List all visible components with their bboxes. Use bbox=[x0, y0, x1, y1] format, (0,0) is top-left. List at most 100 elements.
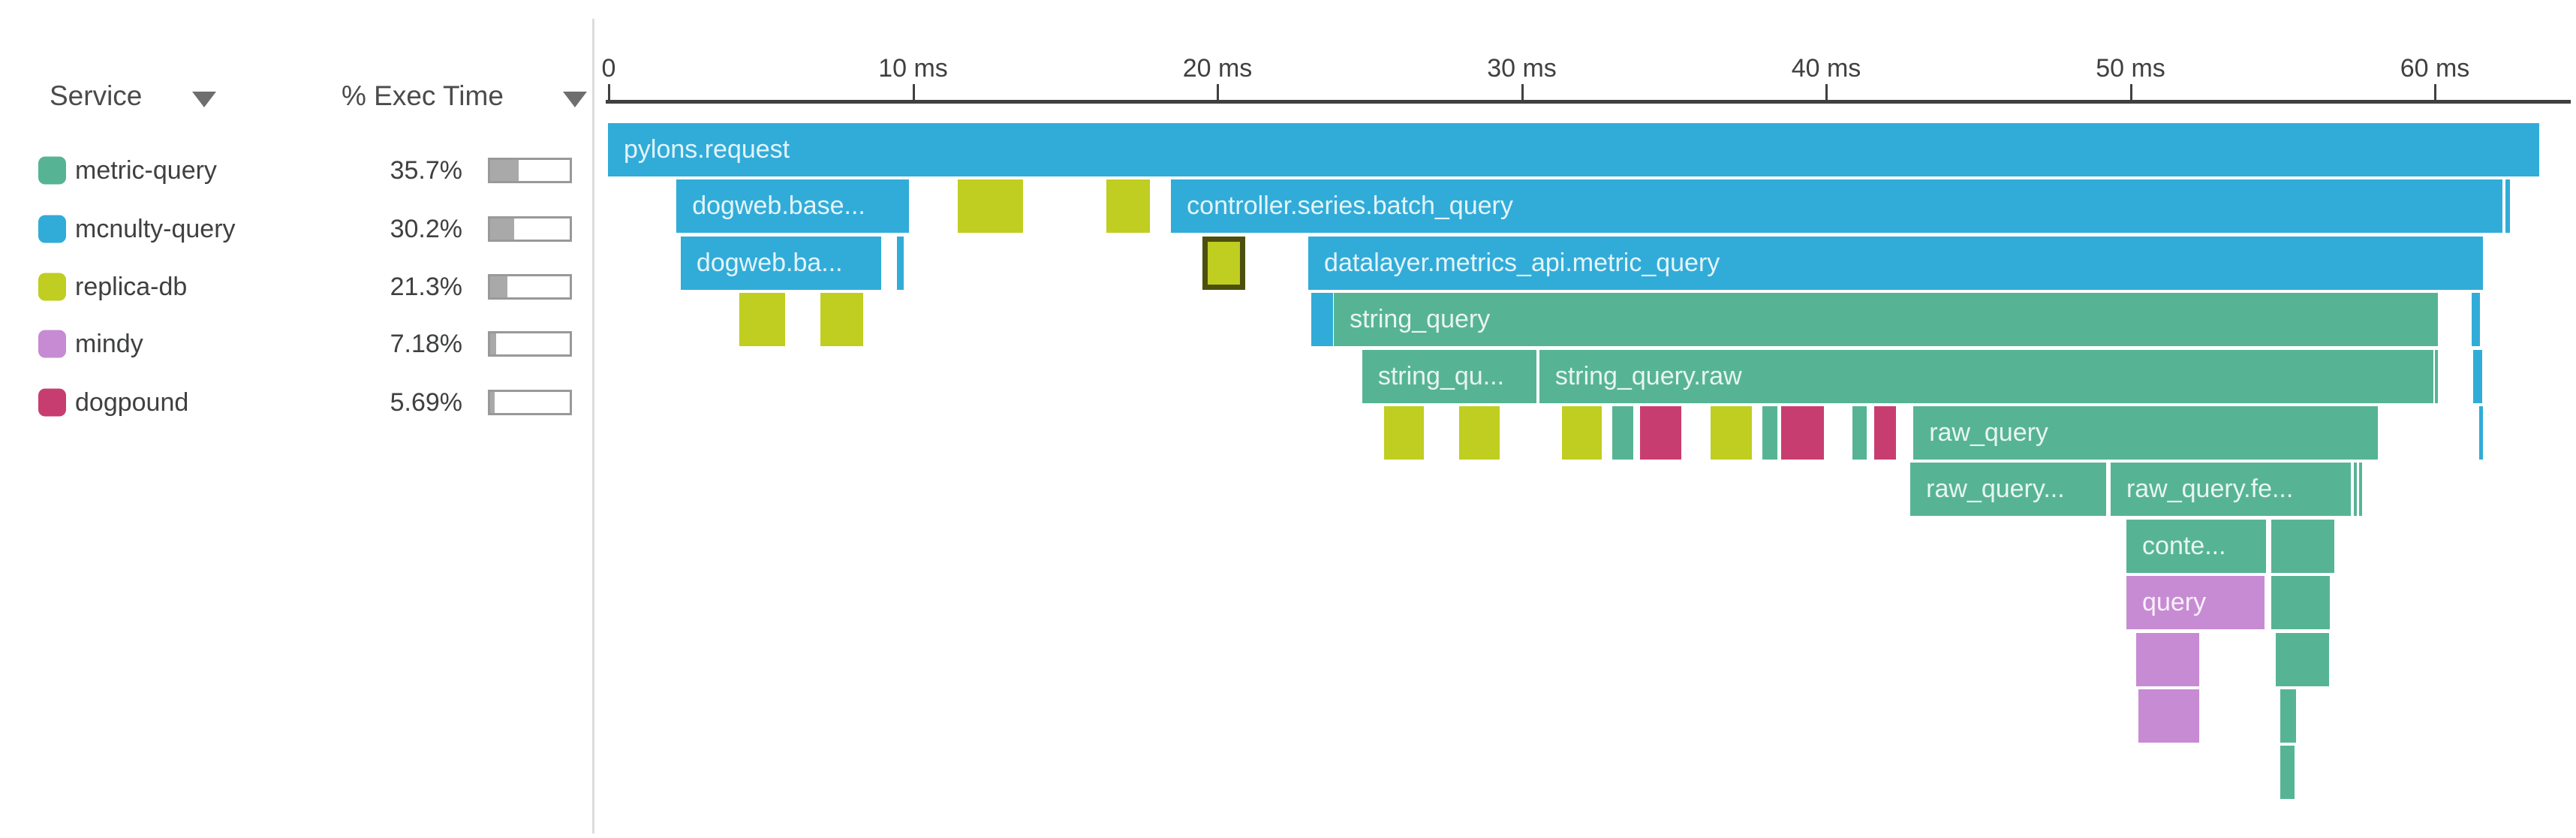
span-metric-query[interactable] bbox=[1612, 406, 1634, 460]
exec-time-bar bbox=[488, 274, 572, 300]
exec-time-percent: 30.2% bbox=[390, 215, 462, 243]
exec-time-percent: 7.18% bbox=[390, 330, 462, 358]
span-replica-db[interactable] bbox=[1561, 406, 1602, 460]
time-axis-tick bbox=[1217, 84, 1219, 100]
span-metric-query[interactable] bbox=[2280, 689, 2296, 743]
time-axis-tick bbox=[1521, 84, 1524, 100]
service-row-replica-db[interactable]: replica-db 21.3% bbox=[0, 266, 593, 308]
span-raw_query[interactable]: raw_query... bbox=[1910, 463, 2106, 517]
services-panel: Service % Exec Time metric-query 35.7% mcn… bbox=[0, 0, 593, 838]
service-sort-caret-icon[interactable] bbox=[192, 92, 216, 107]
span-replica-db[interactable] bbox=[1106, 179, 1150, 234]
exec-time-bar-fill bbox=[490, 160, 519, 181]
time-axis-tick-label: 50 ms bbox=[2096, 54, 2165, 83]
span-replica-db[interactable] bbox=[1711, 406, 1752, 460]
span-label: pylons.request bbox=[624, 135, 790, 164]
exec-time-percent: 35.7% bbox=[390, 156, 462, 185]
exec-time-percent: 5.69% bbox=[390, 388, 462, 417]
time-axis-tick bbox=[2434, 84, 2436, 100]
span-mcnulty-query[interactable] bbox=[2472, 349, 2483, 403]
span-mindy[interactable] bbox=[2136, 632, 2199, 686]
span-metric-query[interactable] bbox=[2358, 463, 2362, 517]
span-pylons.request[interactable]: pylons.request bbox=[608, 123, 2539, 176]
span-label: raw_query.fe... bbox=[2126, 475, 2294, 504]
time-axis-tick bbox=[608, 84, 610, 100]
span-datalayer.metrics_api.metric_query[interactable]: datalayer.metrics_api.metric_query bbox=[1308, 236, 2483, 290]
exec-time-bar bbox=[488, 216, 572, 242]
span-label: conte... bbox=[2142, 531, 2226, 560]
exec-time-sort-caret-icon[interactable] bbox=[563, 92, 587, 107]
span-replica-db[interactable] bbox=[739, 293, 785, 347]
span-controller.series.batch_query[interactable]: controller.series.batch_query bbox=[1171, 179, 2502, 234]
span-dogpound[interactable] bbox=[1780, 406, 1824, 460]
span-label: string_qu... bbox=[1377, 361, 1505, 390]
span-string_query[interactable]: string_query bbox=[1334, 293, 2438, 347]
span-string_query.raw[interactable]: string_query.raw bbox=[1539, 349, 2434, 403]
span-metric-query[interactable] bbox=[2353, 463, 2357, 517]
span-dogpound[interactable] bbox=[1873, 406, 1897, 460]
span-label: raw_query... bbox=[1926, 475, 2065, 504]
span-metric-query[interactable] bbox=[1762, 406, 1777, 460]
panel-divider bbox=[592, 19, 594, 833]
span-metric-query[interactable] bbox=[2271, 576, 2330, 630]
span-metric-query[interactable] bbox=[2280, 746, 2295, 800]
exec-time-bar-fill bbox=[490, 392, 495, 413]
exec-time-bar-fill bbox=[490, 219, 514, 240]
span-query[interactable]: query bbox=[2126, 576, 2265, 630]
span-label: string_query bbox=[1350, 305, 1491, 334]
time-axis-line bbox=[606, 100, 2571, 104]
service-name: mindy bbox=[75, 330, 143, 358]
span-mcnulty-query[interactable] bbox=[2505, 179, 2510, 234]
service-column-header[interactable]: Service bbox=[50, 80, 143, 111]
span-label: dogweb.ba... bbox=[696, 248, 843, 277]
span-replica-db[interactable] bbox=[1459, 406, 1500, 460]
exec-time-column-header[interactable]: % Exec Time bbox=[342, 80, 504, 111]
span-replica-db[interactable] bbox=[820, 293, 863, 347]
span-mindy[interactable] bbox=[2138, 689, 2199, 743]
time-axis-tick bbox=[912, 84, 915, 100]
span-dogweb.base[interactable]: dogweb.base... bbox=[676, 179, 910, 234]
span-replica-db[interactable] bbox=[1202, 236, 1246, 290]
span-label: dogweb.base... bbox=[692, 191, 865, 221]
span-replica-db[interactable] bbox=[1384, 406, 1425, 460]
service-color-swatch bbox=[38, 215, 66, 243]
service-row-mindy[interactable]: mindy 7.18% bbox=[0, 323, 593, 365]
service-name: metric-query bbox=[75, 156, 217, 185]
service-color-swatch bbox=[38, 330, 66, 358]
time-axis-tick-label: 30 ms bbox=[1487, 54, 1557, 83]
exec-time-bar bbox=[488, 158, 572, 183]
service-color-swatch bbox=[38, 273, 66, 301]
service-row-mcnulty-query[interactable]: mcnulty-query 30.2% bbox=[0, 208, 593, 250]
exec-time-bar bbox=[488, 390, 572, 415]
exec-time-bar bbox=[488, 331, 572, 357]
span-label: datalayer.metrics_api.metric_query bbox=[1324, 248, 1720, 277]
span-raw_query[interactable]: raw_query bbox=[1913, 406, 2378, 460]
span-dogweb.ba[interactable]: dogweb.ba... bbox=[680, 236, 882, 290]
span-metric-query[interactable] bbox=[2276, 632, 2330, 686]
span-metric-query[interactable] bbox=[1852, 406, 1867, 460]
span-replica-db[interactable] bbox=[958, 179, 1024, 234]
service-name: mcnulty-query bbox=[75, 215, 236, 243]
exec-time-bar-fill bbox=[490, 276, 507, 297]
service-color-swatch bbox=[38, 388, 66, 417]
span-mcnulty-query[interactable] bbox=[2479, 406, 2483, 460]
span-metric-query[interactable] bbox=[2271, 519, 2334, 573]
span-dogpound[interactable] bbox=[1640, 406, 1681, 460]
span-mcnulty-query[interactable] bbox=[1311, 293, 1333, 347]
span-raw_query.fe[interactable]: raw_query.fe... bbox=[2110, 463, 2351, 517]
span-mcnulty-query[interactable] bbox=[2471, 293, 2480, 347]
span-label: raw_query bbox=[1929, 418, 2048, 447]
span-conte[interactable]: conte... bbox=[2126, 519, 2267, 573]
service-name: replica-db bbox=[75, 273, 188, 301]
service-row-metric-query[interactable]: metric-query 35.7% bbox=[0, 149, 593, 191]
exec-time-percent: 21.3% bbox=[390, 273, 462, 301]
span-string_qu[interactable]: string_qu... bbox=[1362, 349, 1536, 403]
span-mcnulty-query[interactable] bbox=[897, 236, 904, 290]
span-label: controller.series.batch_query bbox=[1187, 191, 1513, 221]
time-axis-tick-label: 10 ms bbox=[878, 54, 948, 83]
span-metric-query[interactable] bbox=[2434, 349, 2438, 403]
time-axis-tick-label: 20 ms bbox=[1182, 54, 1253, 83]
service-color-swatch bbox=[38, 156, 66, 185]
